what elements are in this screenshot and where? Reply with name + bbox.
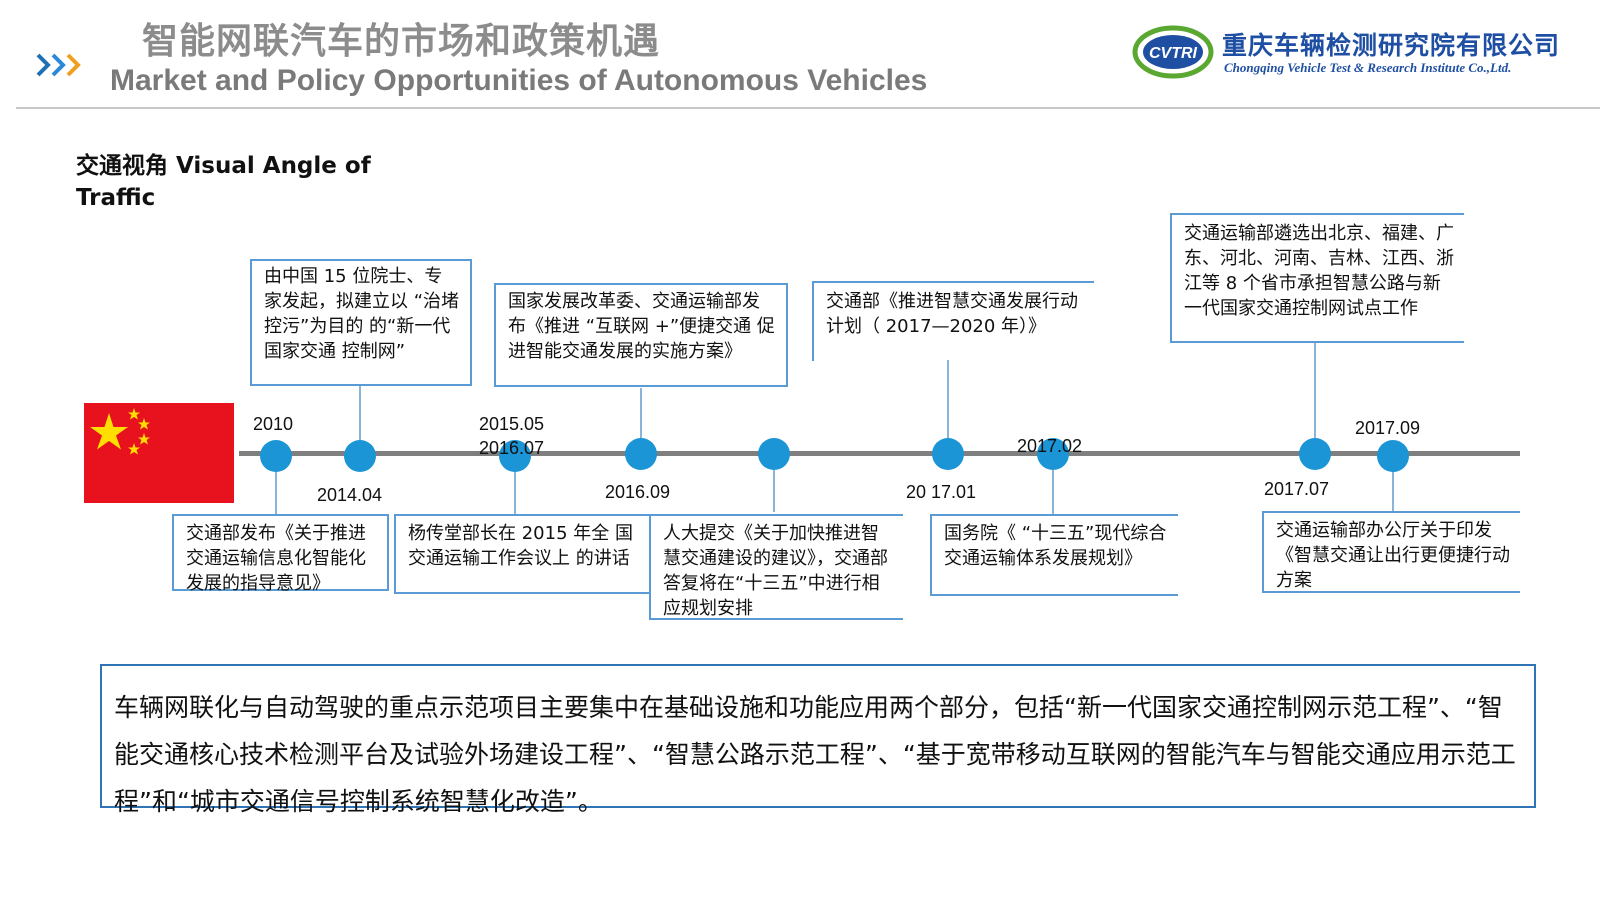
event-box-2015: 杨传堂部长在 2015 年全 国交通运输工作会议上 的讲话 bbox=[394, 514, 650, 594]
timeline-dot-2016a bbox=[625, 438, 657, 470]
date-label-2014-04: 2014.04 bbox=[317, 485, 383, 505]
timeline-dot-2017d bbox=[1377, 440, 1409, 472]
event-box-2010: 交通部发布《关于推进交通运输信息化智能化发展的指导意见》 bbox=[172, 514, 389, 594]
date-label-2010: 2010 bbox=[253, 414, 294, 434]
connector-2017c bbox=[1314, 342, 1316, 442]
date-label-2017-02: 2017.02 bbox=[1017, 436, 1083, 456]
connector-2016b bbox=[773, 470, 775, 512]
china-flag-icon bbox=[84, 403, 234, 503]
timeline-dot-2014 bbox=[344, 440, 376, 472]
event-box-2017d: 交通运输部办公厅关于印发《智慧交通让出行更便捷行动方案 bbox=[1262, 511, 1520, 593]
timeline-axis bbox=[239, 451, 1520, 456]
triple-chevron-right-icon bbox=[36, 53, 81, 77]
event-box-2016a: 国家发展改革委、交通运输部发布《推进 “互联网 +”便捷交通 促进智能交通发展的… bbox=[494, 283, 788, 387]
event-box-2016b: 人大提交《关于加快推进智慧交通建设的建议》，交通部答复将在“十三五”中进行相应规… bbox=[649, 514, 903, 620]
event-box-2017c: 交通运输部遴选出北京、福建、广东、河北、河南、吉林、江西、浙江等 8 个省市承担… bbox=[1170, 213, 1464, 343]
connector-2014 bbox=[359, 386, 361, 442]
page-title-cn: 智能网联汽车的市场和政策机遇 bbox=[142, 21, 661, 62]
company-name-en: Chongqing Vehicle Test & Research Instit… bbox=[1224, 60, 1512, 75]
header-divider bbox=[16, 107, 1600, 109]
timeline-dot-2017b bbox=[1037, 438, 1069, 470]
date-label-2016-07: 2016.07 bbox=[479, 438, 545, 458]
date-label-2017-09: 2017.09 bbox=[1355, 418, 1421, 438]
connector-2015 bbox=[514, 470, 516, 514]
timeline-dot-2015 bbox=[499, 440, 531, 472]
connector-2017b bbox=[1052, 470, 1054, 514]
date-label-2016-09: 2016.09 bbox=[605, 482, 671, 502]
date-label-2015-05: 2015.05 bbox=[479, 414, 545, 434]
section-title: 交通视角 Visual Angle of Traffic bbox=[76, 153, 371, 211]
event-box-2017b: 国务院《 “十三五”现代综合交通运输体系发展规划》 bbox=[930, 514, 1178, 596]
connector-2017d bbox=[1392, 470, 1394, 512]
timeline-dot-2010 bbox=[260, 440, 292, 472]
date-label-2017-01: 20 17.01 bbox=[906, 482, 977, 502]
connector-2016a bbox=[640, 388, 642, 442]
timeline-dot-2016b bbox=[758, 438, 790, 470]
timeline-dot-2017a bbox=[932, 438, 964, 470]
connector-2010 bbox=[275, 470, 277, 514]
date-label-2017-07: 2017.07 bbox=[1264, 479, 1330, 499]
timeline-dot-2017c bbox=[1299, 438, 1331, 470]
logo-mark-text: CVTRI bbox=[1149, 45, 1198, 62]
summary-text-box: 车辆网联化与自动驾驶的重点示范项目主要集中在基础设施和功能应用两个部分，包括“新… bbox=[100, 664, 1536, 816]
connector-2017a bbox=[947, 360, 949, 442]
cvtri-logo-icon: CVTRI bbox=[1132, 25, 1214, 79]
page-title-en: Market and Policy Opportunities of Auton… bbox=[110, 64, 928, 97]
company-name-cn: 重庆车辆检测研究院有限公司 bbox=[1222, 31, 1561, 60]
event-box-2014: 由中国 15 位院士、专 家发起，拟建立以 “治堵控污”为目的 的“新一代国家交… bbox=[250, 259, 472, 386]
event-box-2017a: 交通部《推进智慧交通发展行动计划（ 2017—2020 年）》 bbox=[812, 281, 1094, 361]
